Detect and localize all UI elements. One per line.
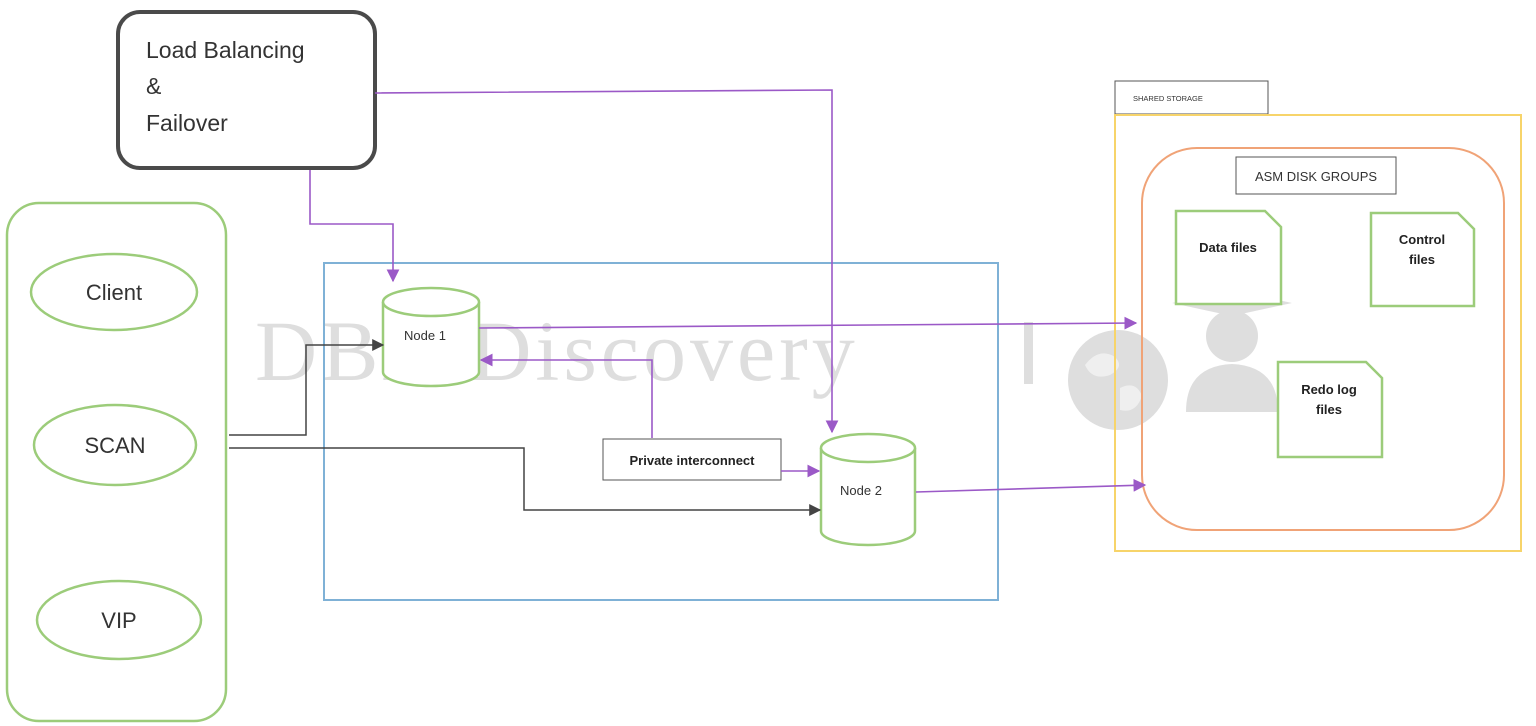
control-files-label-1: Control: [1399, 232, 1445, 247]
private-interconnect-label: Private interconnect: [630, 453, 756, 468]
load-balancer-line-3: Failover: [146, 110, 228, 136]
asm-disk-groups-box: [1141, 147, 1505, 531]
redo-log-files-label-2: files: [1316, 402, 1342, 417]
connector-node2-to-storage: [915, 478, 1147, 493]
cluster-box: [323, 262, 999, 601]
connector-node1-to-storage: [478, 316, 1138, 330]
node-1-cylinder: Node 1: [381, 286, 481, 388]
vip-ellipse: VIP: [35, 579, 203, 661]
connector-interconnect-to-node1: [479, 353, 653, 438]
connector-lb-to-node1: [309, 170, 400, 283]
redo-log-files-label-1: Redo log: [1301, 382, 1357, 397]
data-files-doc: Data files: [1174, 209, 1283, 306]
vip-label: VIP: [101, 608, 136, 633]
scan-label: SCAN: [84, 433, 145, 458]
redo-log-files-doc: Redo log files: [1276, 360, 1384, 459]
watermark-graduate-icon: [1172, 290, 1292, 412]
client-label: Client: [86, 280, 142, 305]
node-1-label: Node 1: [404, 328, 446, 343]
client-group: Client SCAN VIP: [5, 201, 228, 723]
client-ellipse: Client: [29, 252, 199, 332]
connectors: [229, 89, 1147, 516]
shared-storage: SHARED STORAGE ASM DISK GROUPS Data file…: [1114, 80, 1522, 552]
watermark-globe-icon: [1068, 330, 1168, 430]
connector-scan-to-node1: [229, 339, 385, 436]
node-2-cylinder: Node 2: [819, 432, 917, 547]
connector-scan-to-node2: [229, 447, 822, 516]
asm-title: ASM DISK GROUPS: [1255, 169, 1377, 184]
shared-storage-title: SHARED STORAGE: [1133, 94, 1203, 103]
watermark: DBA Discovery: [255, 290, 1292, 430]
load-balancer-line-1: Load Balancing: [146, 37, 305, 63]
asm-title-box: [1235, 156, 1397, 195]
watermark-text: DBA Discovery: [255, 303, 859, 399]
control-files-doc: Control files: [1369, 211, 1476, 308]
connector-lb-to-node2: [374, 89, 839, 434]
scan-ellipse: SCAN: [32, 403, 198, 487]
load-balancer-box: Load Balancing & Failover: [116, 10, 377, 170]
watermark-divider: [1024, 322, 1033, 384]
private-interconnect-box: Private interconnect: [602, 438, 782, 481]
shared-storage-box: [1114, 114, 1522, 552]
data-files-label: Data files: [1199, 240, 1257, 255]
control-files-label-2: files: [1409, 252, 1435, 267]
shared-storage-title-box: [1114, 80, 1269, 115]
load-balancer-line-2: &: [146, 73, 161, 99]
node-2-label: Node 2: [840, 483, 882, 498]
